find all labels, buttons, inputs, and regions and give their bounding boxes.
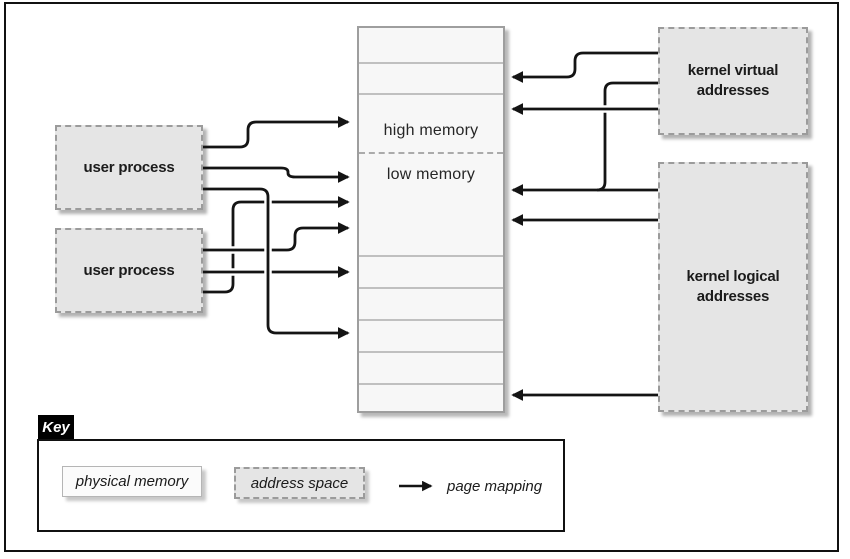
key-address-space-label: address space [250, 474, 349, 492]
key-page-mapping-label: page mapping [447, 477, 543, 495]
key-physical-memory-label: physical memory [75, 473, 189, 490]
kernel-logical-label-line2: addresses [696, 288, 770, 305]
figure-frame [4, 2, 839, 552]
kernel-virtual-label-line1: kernel virtual [687, 62, 779, 79]
key-title-tab: Key [38, 415, 74, 439]
key-page-mapping-item: page mapping [398, 474, 542, 498]
memory-row-divider [359, 287, 503, 289]
kernel-logical-addresses-box: kernel logical addresses [658, 162, 808, 412]
memory-row-divider [359, 62, 503, 64]
user-process-box-top: user process [55, 125, 203, 210]
key-address-space-sample: address space [234, 467, 365, 499]
kernel-logical-label-line1: kernel logical [686, 268, 780, 285]
key-legend-box: physical memory address space page mappi… [37, 439, 565, 532]
key-title: Key [42, 418, 70, 436]
memory-row-divider [359, 255, 503, 257]
page-mapping-arrow-icon [399, 480, 433, 492]
memory-row-divider [359, 383, 503, 385]
user-process-top-label: user process [83, 158, 175, 176]
physical-memory-column: high memory low memory [357, 26, 505, 413]
memory-row-divider [359, 351, 503, 353]
memory-row-divider [359, 93, 503, 95]
user-process-box-bottom: user process [55, 228, 203, 313]
user-process-bottom-label: user process [83, 261, 175, 279]
memory-row-divider [359, 319, 503, 321]
kernel-virtual-label-line2: addresses [696, 82, 770, 99]
low-memory-label: low memory [386, 166, 476, 183]
high-memory-label: high memory [383, 122, 479, 139]
kernel-virtual-addresses-box: kernel virtual addresses [658, 27, 808, 135]
key-physical-memory-sample: physical memory [62, 466, 202, 497]
high-low-memory-boundary [359, 152, 503, 154]
